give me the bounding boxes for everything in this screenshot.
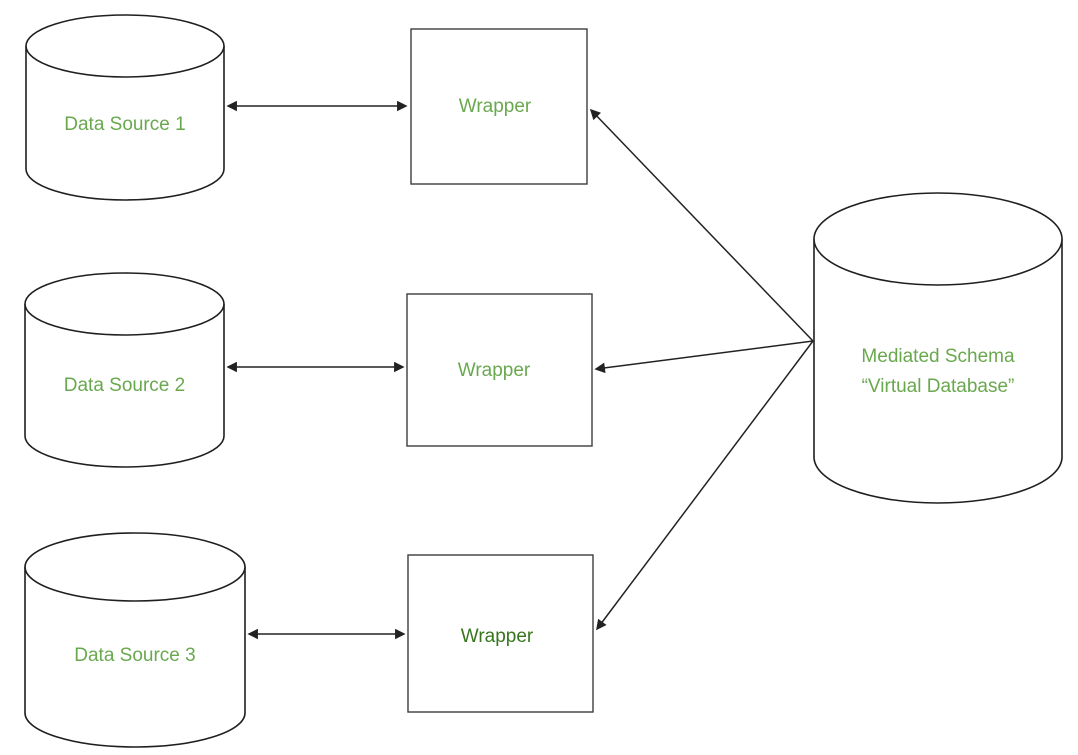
edge-mediatedschema-wrapper2 [594, 340, 814, 374]
mediated-schema-cylinder-body [813, 239, 1063, 504]
wrapper-1-node: Wrapper [410, 28, 588, 185]
data-source-2-cylinder-top [24, 272, 225, 336]
wrapper-3-box [407, 554, 594, 713]
data-source-3-cylinder-top [24, 532, 246, 602]
wrapper-1-label: Wrapper [459, 96, 532, 117]
wrapper-2-node: Wrapper [406, 293, 593, 447]
data-source-3-label: Data Source 3 [74, 645, 195, 666]
wrapper-3-label: Wrapper [461, 626, 534, 647]
wrapper-2-label: Wrapper [458, 360, 531, 381]
mediated-schema-cylinder-top [813, 192, 1063, 286]
data-source-1-label: Data Source 1 [64, 114, 185, 135]
mediated-schema-label-line2: “Virtual Database” [862, 376, 1015, 397]
data-source-1-node: Data Source 1 [25, 14, 225, 201]
mediated-schema-label-line1: Mediated Schema [861, 346, 1015, 367]
data-source-3-node: Data Source 3 [24, 532, 246, 748]
mediated-schema-node: Mediated Schema “Virtual Database” [813, 192, 1063, 504]
edge-mediatedschema-wrapper3 [596, 340, 814, 631]
data-source-3-cylinder-body [24, 567, 246, 748]
wrapper-3-node: Wrapper [407, 554, 594, 713]
data-source-1-cylinder-top [25, 14, 225, 78]
data-source-2-label: Data Source 2 [64, 375, 185, 396]
edge-mediatedschema-wrapper1 [589, 108, 814, 342]
data-source-2-node: Data Source 2 [24, 272, 225, 468]
data-source-2-cylinder-body [24, 304, 225, 468]
wrapper-2-box [406, 293, 593, 447]
wrapper-1-box [410, 28, 588, 185]
data-source-1-cylinder-body [25, 46, 225, 201]
